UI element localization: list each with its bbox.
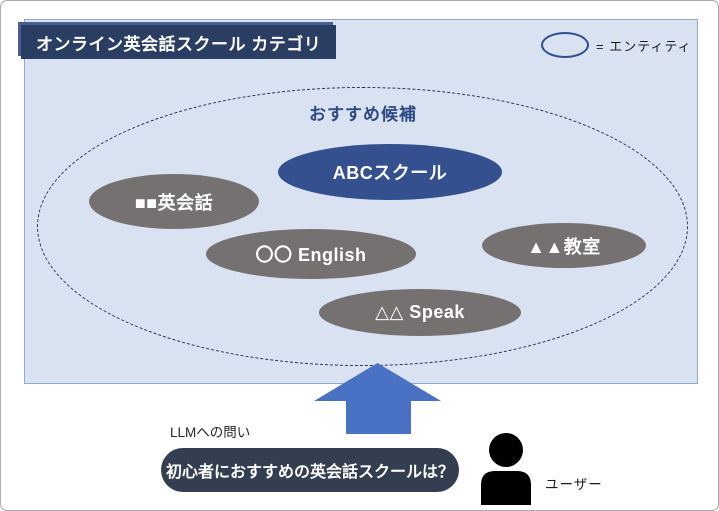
- user-icon: [481, 433, 531, 505]
- entity-oval-circle-english: 〇〇 English: [206, 229, 416, 279]
- candidate-group-boundary: [37, 87, 688, 366]
- entity-oval-square-eikaiwa: ■■英会話: [89, 174, 259, 229]
- entity-oval-triangle-kyoshitsu: ▲▲教室: [482, 223, 646, 268]
- legend: = エンティティ: [541, 32, 692, 58]
- group-label: おすすめ候補: [309, 105, 417, 124]
- query-bubble: 初心者におすすめの英会話スクールは？: [161, 448, 459, 492]
- legend-label: = エンティティ: [596, 38, 692, 54]
- user-label: ユーザー: [545, 477, 603, 492]
- up-arrow-icon: [314, 363, 441, 434]
- entity-oval-abc-school: ABCスクール: [278, 144, 502, 200]
- panel-title: オンライン英会話スクール カテゴリ: [21, 25, 337, 59]
- query-label: LLMへの問い: [170, 425, 251, 440]
- entity-oval-triangle-speak: △△ Speak: [319, 289, 521, 336]
- entity-ellipse-icon: [541, 32, 589, 58]
